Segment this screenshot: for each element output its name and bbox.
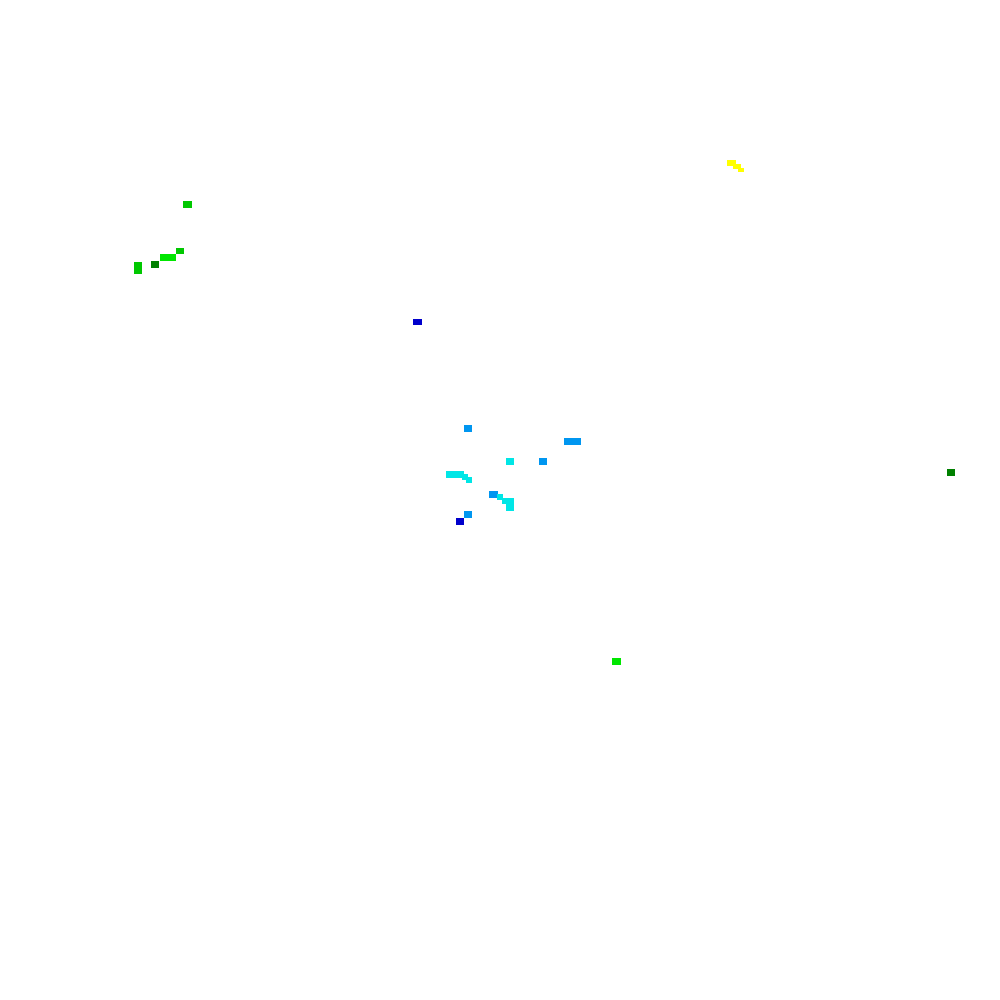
bright-green-pixel-blob: [612, 658, 621, 665]
sky-blue-pixel-blob: [464, 425, 472, 432]
cyan-pixel-blob: [466, 477, 472, 483]
sky-blue-pixel-blob: [464, 511, 472, 518]
blue-pixel-blob: [413, 319, 422, 325]
dark-green-pixel-blob: [151, 261, 159, 268]
green-pixel-blob: [176, 248, 184, 254]
dark-green-pixel-blob: [947, 469, 955, 476]
cyan-pixel-blob: [506, 458, 514, 465]
cyan-pixel-blob: [446, 471, 464, 478]
sky-blue-pixel-blob: [489, 491, 498, 498]
green-pixel-blob: [134, 262, 142, 269]
cyan-pixel-blob: [462, 474, 468, 480]
sky-blue-pixel-blob: [539, 458, 547, 465]
green-pixel-blob: [134, 268, 142, 274]
green-pixel-blob: [183, 201, 192, 208]
yellow-pixel-blob: [738, 168, 744, 172]
blue-pixel-blob: [456, 518, 464, 525]
yellow-pixel-blob: [727, 160, 736, 166]
sky-blue-pixel-blob: [564, 438, 581, 445]
cyan-pixel-blob: [506, 503, 514, 511]
cyan-pixel-blob: [497, 494, 503, 500]
bright-green-pixel-blob: [160, 254, 176, 261]
yellow-pixel-blob: [733, 164, 741, 169]
cyan-pixel-blob: [502, 498, 514, 504]
